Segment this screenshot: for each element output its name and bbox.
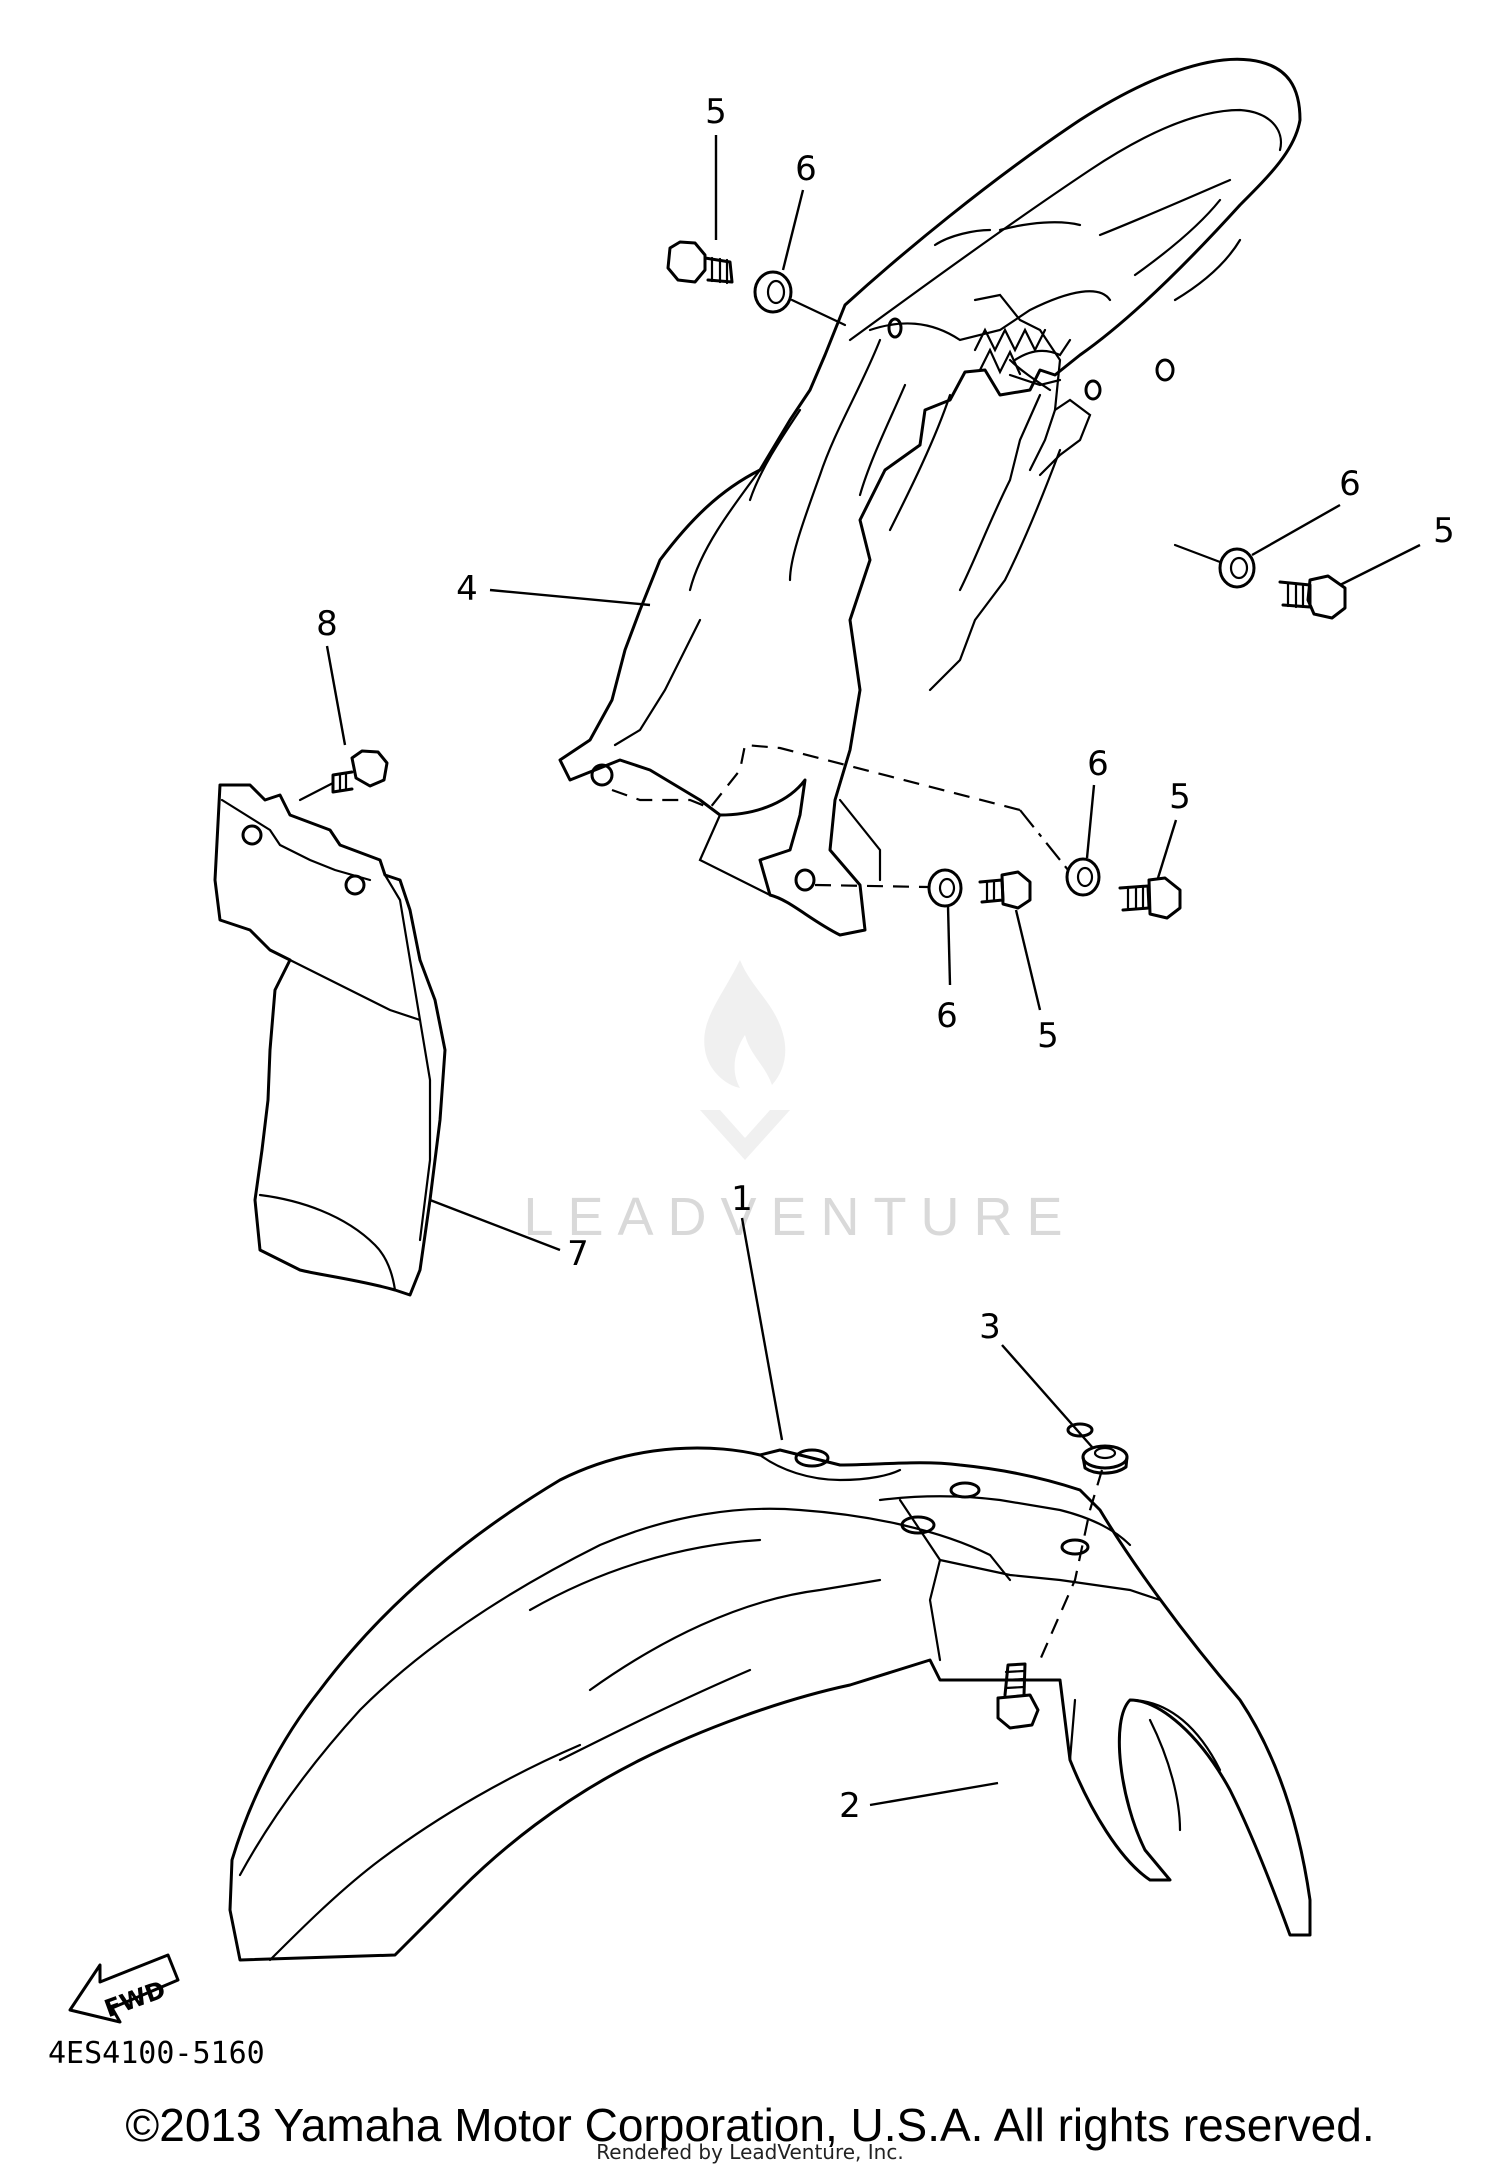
leader-7 bbox=[429, 1198, 561, 1252]
assembly-line-6a bbox=[790, 298, 847, 327]
callout-2: 2 bbox=[839, 1786, 861, 1826]
leader-5d bbox=[1156, 819, 1178, 879]
leader-2 bbox=[869, 1781, 999, 1807]
fwd-label: FWD bbox=[101, 1975, 170, 2023]
watermark-text: LEADVENTURE bbox=[523, 1187, 1076, 1247]
bolt-5c bbox=[978, 870, 1032, 910]
leader-8 bbox=[325, 645, 347, 746]
bolt-5d bbox=[1118, 876, 1182, 920]
callout-5d: 5 bbox=[1169, 777, 1191, 817]
bolt-5a bbox=[666, 240, 734, 285]
callout-5a: 5 bbox=[705, 92, 727, 132]
callout-6b: 6 bbox=[1339, 464, 1361, 504]
assembly-line-6b bbox=[1173, 543, 1222, 564]
fwd-arrow: FWD bbox=[68, 1953, 180, 2024]
bolt-2 bbox=[996, 1662, 1040, 1730]
callout-5c: 5 bbox=[1037, 1016, 1059, 1056]
bolt-8 bbox=[331, 749, 389, 794]
washer-6a bbox=[753, 270, 793, 314]
leader-5c bbox=[1014, 909, 1042, 1011]
callout-7: 7 bbox=[567, 1234, 589, 1274]
leader-1 bbox=[740, 1217, 784, 1441]
assembly-line-bracket bbox=[611, 743, 1021, 812]
copyright-notice: ©2013 Yamaha Motor Corporation, U.S.A. A… bbox=[125, 2099, 1375, 2151]
assembly-line-8 bbox=[298, 781, 335, 802]
drawing-code: 4ES4100-5160 bbox=[48, 2036, 265, 2071]
part-4-inner-fender bbox=[558, 57, 1302, 937]
callout-4: 4 bbox=[456, 569, 478, 609]
part-1-front-fender bbox=[228, 1422, 1312, 1962]
leader-4 bbox=[489, 588, 651, 607]
leader-6b bbox=[1251, 503, 1341, 557]
nut-3 bbox=[1081, 1444, 1129, 1475]
part-7-fork-guard bbox=[213, 783, 447, 1297]
leader-6c bbox=[1085, 784, 1096, 859]
leader-6d bbox=[946, 905, 952, 986]
rendered-by-notice: Rendered by LeadVenture, Inc. bbox=[596, 2140, 904, 2164]
washer-6b bbox=[1218, 547, 1256, 589]
leader-5b bbox=[1339, 543, 1421, 587]
callout-6d: 6 bbox=[936, 996, 958, 1036]
callout-1: 1 bbox=[731, 1179, 753, 1219]
bolt-5b bbox=[1278, 574, 1347, 620]
leader-6a bbox=[781, 189, 805, 271]
leader-3 bbox=[1001, 1344, 1093, 1448]
assembly-line-6d bbox=[1019, 809, 1069, 871]
callout-3: 3 bbox=[979, 1307, 1001, 1347]
watermark-logo bbox=[700, 960, 790, 1160]
washer-6c bbox=[927, 868, 963, 908]
assembly-line-6c bbox=[814, 883, 929, 889]
assembly-line-3 bbox=[1038, 1469, 1104, 1661]
callout-6c: 6 bbox=[1087, 744, 1109, 784]
callout-8: 8 bbox=[316, 604, 338, 644]
callout-6a: 6 bbox=[795, 149, 817, 189]
callout-5b: 5 bbox=[1433, 511, 1455, 551]
washer-6d bbox=[1065, 857, 1101, 897]
